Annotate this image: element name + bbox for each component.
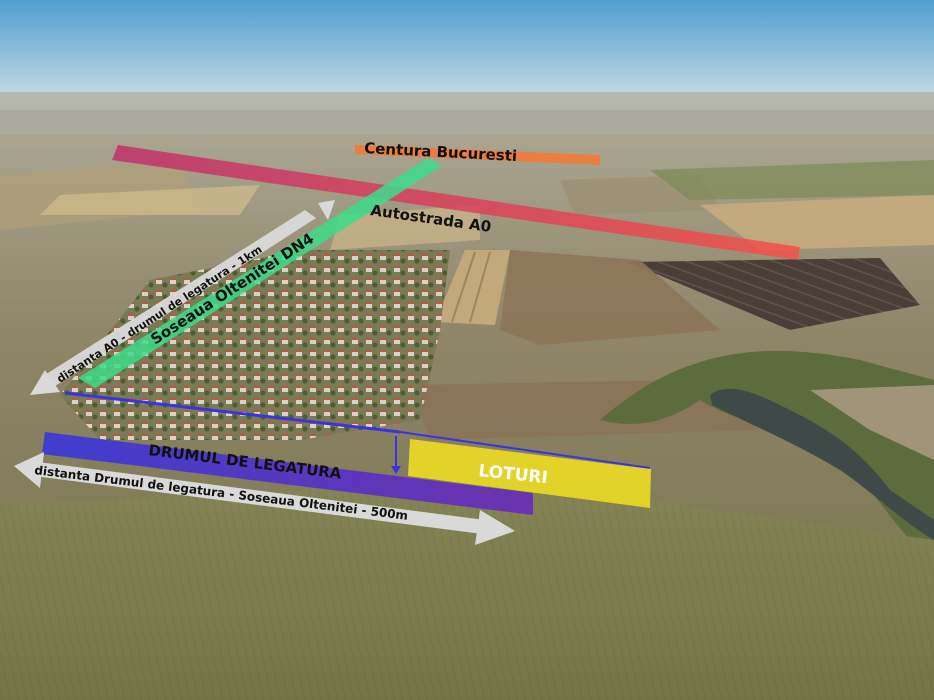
drumul-de-legatura-band	[42, 432, 533, 515]
arrow-down-icon	[30, 370, 60, 395]
arrow-right-icon	[475, 510, 515, 545]
residential-area	[60, 250, 450, 440]
centura-band	[355, 145, 600, 165]
a0-distance-arrow	[30, 200, 335, 395]
river	[710, 388, 934, 540]
dark-field	[628, 258, 920, 330]
arrow-left-icon	[14, 452, 44, 488]
striped-field	[435, 250, 510, 325]
autostrada-a0-band	[112, 145, 800, 260]
loturi-area	[408, 439, 651, 508]
soseaua-oltenitei-band	[78, 158, 442, 388]
sky	[0, 0, 934, 100]
access-road-line	[64, 391, 401, 434]
arrow-up-icon	[318, 200, 335, 220]
distance-road-arrow	[14, 452, 515, 545]
